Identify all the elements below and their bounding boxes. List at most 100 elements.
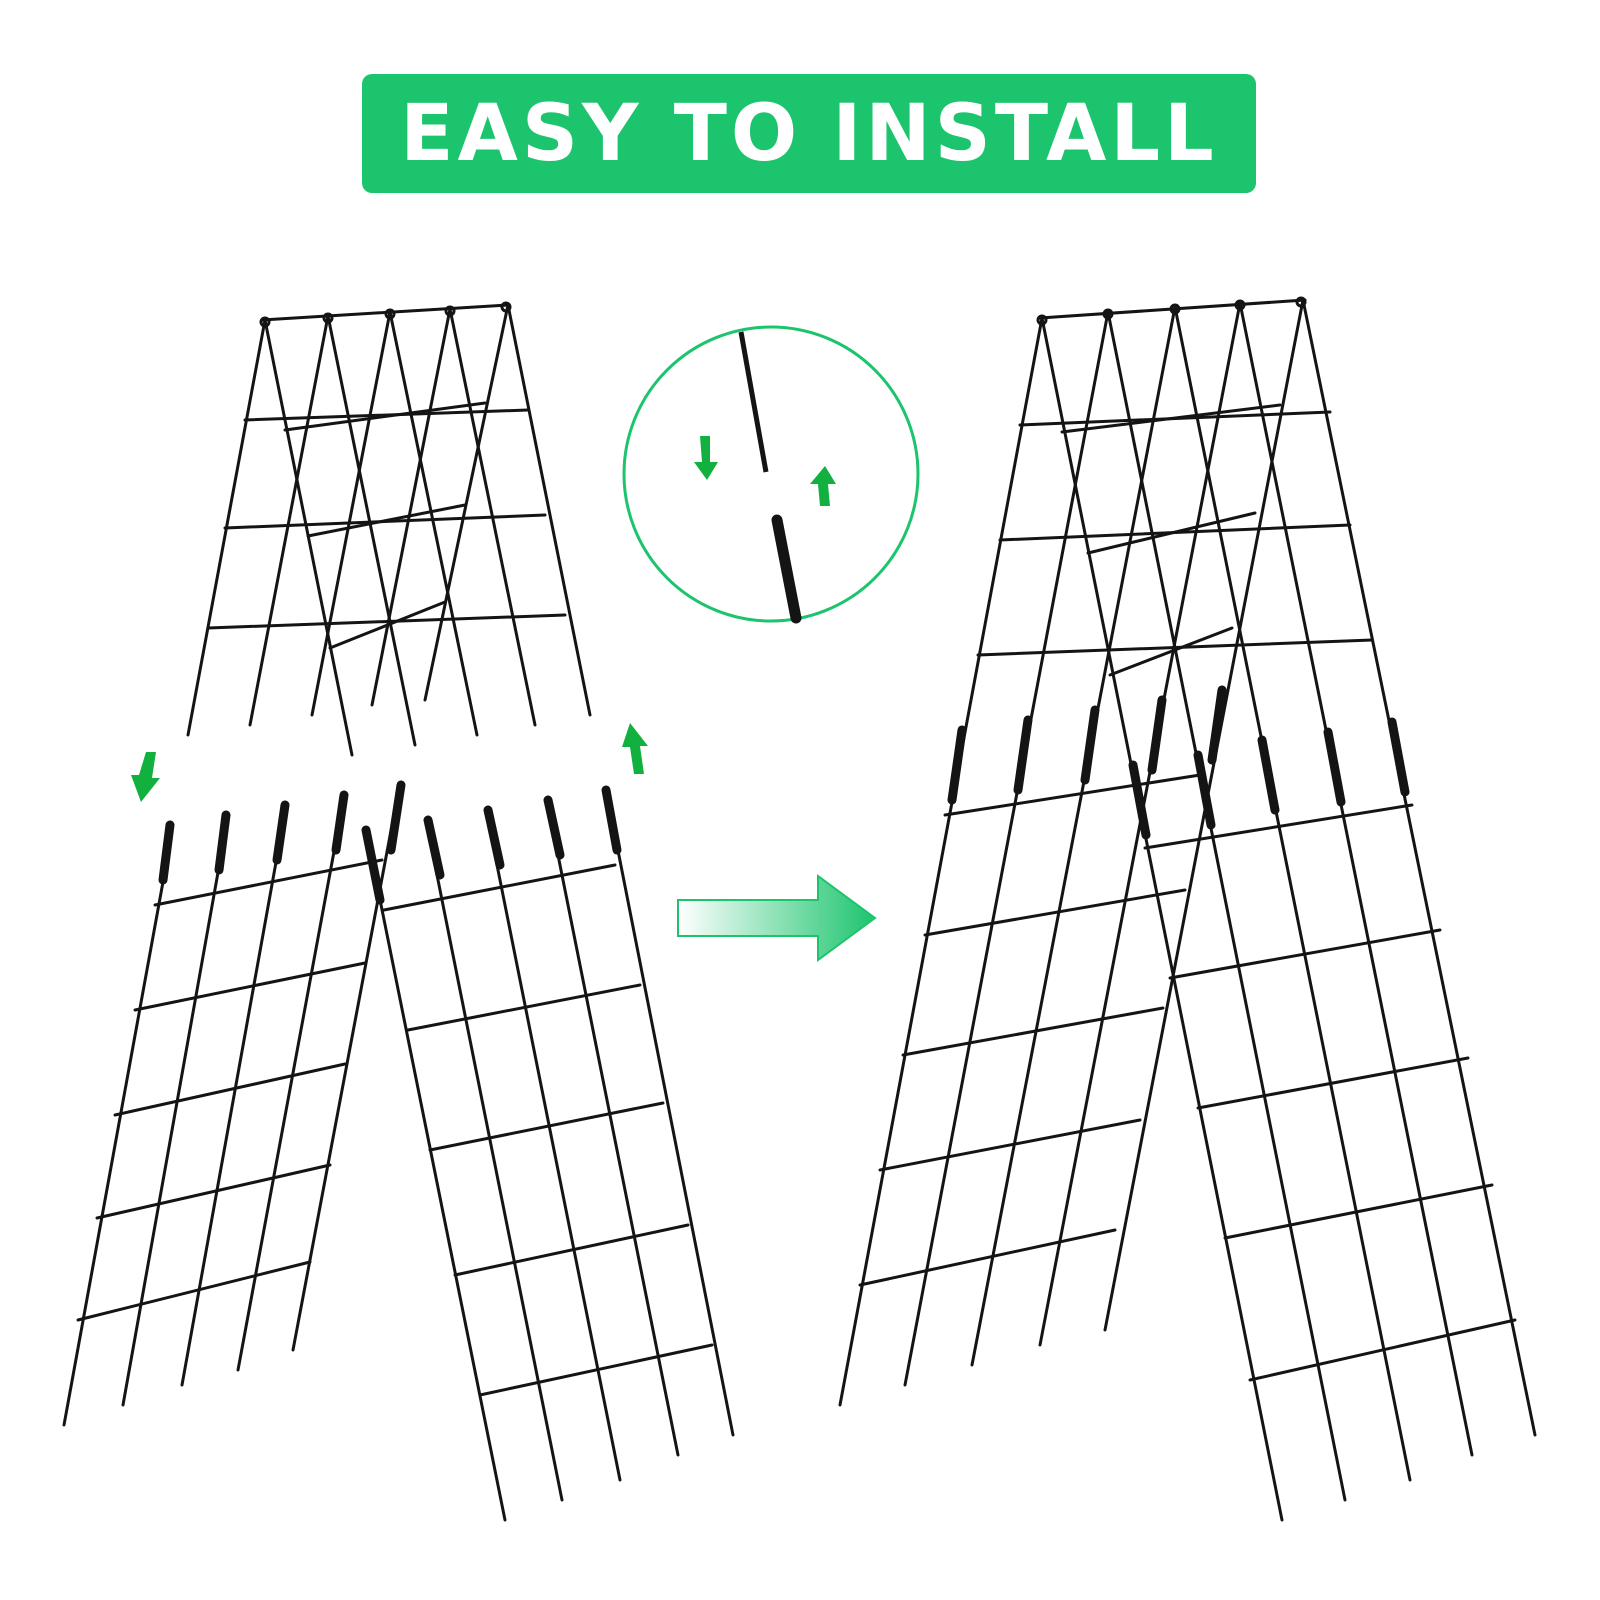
crossbar bbox=[858, 1228, 1117, 1287]
crossbar bbox=[943, 773, 1202, 817]
leg bbox=[1301, 298, 1537, 1437]
sleeve bbox=[601, 785, 622, 855]
leg bbox=[370, 307, 452, 707]
sleeve bbox=[1193, 750, 1216, 830]
hook bbox=[1169, 303, 1181, 315]
leg bbox=[506, 303, 592, 717]
leg bbox=[236, 828, 340, 1372]
down-arrow-icon bbox=[131, 752, 160, 802]
sleeve bbox=[1147, 695, 1167, 775]
leg bbox=[430, 848, 564, 1502]
sleeve bbox=[1128, 760, 1151, 840]
crossbar bbox=[382, 863, 617, 912]
crossbar bbox=[133, 961, 367, 1012]
hook bbox=[500, 301, 512, 313]
crossbar bbox=[95, 1163, 332, 1220]
crossbar bbox=[206, 613, 567, 630]
sleeve bbox=[158, 820, 175, 885]
crossbar bbox=[306, 503, 467, 538]
hook bbox=[259, 316, 271, 328]
crossbar bbox=[328, 600, 447, 650]
crossbar bbox=[1223, 1183, 1494, 1240]
sleeve bbox=[1207, 685, 1227, 765]
pole-upper bbox=[738, 331, 769, 473]
assembled-connector-sleeves bbox=[947, 685, 1410, 840]
sleeve bbox=[1323, 727, 1346, 807]
sleeve bbox=[361, 825, 385, 905]
connector-sleeves bbox=[158, 780, 622, 905]
crossbar bbox=[1168, 928, 1442, 980]
leg bbox=[370, 858, 507, 1522]
banner: EASY TO INSTALL bbox=[362, 74, 1256, 193]
crossbar bbox=[1086, 511, 1257, 555]
sleeve bbox=[543, 795, 565, 860]
banner-title: EASY TO INSTALL bbox=[400, 88, 1218, 179]
sleeve bbox=[331, 790, 349, 855]
crossbar bbox=[1143, 803, 1414, 850]
hook bbox=[1295, 296, 1307, 308]
leg bbox=[248, 314, 330, 727]
sleeve bbox=[483, 805, 505, 870]
crossbar bbox=[406, 983, 642, 1032]
up-arrow-icon bbox=[622, 723, 648, 774]
assembled-a-frame-trellis bbox=[838, 296, 1537, 1522]
crossbar bbox=[878, 1118, 1142, 1172]
sleeve bbox=[423, 815, 445, 880]
hook bbox=[322, 312, 334, 324]
detail-circle bbox=[622, 325, 920, 623]
crossbar bbox=[76, 1260, 312, 1322]
sleeve bbox=[1080, 705, 1100, 785]
crossbar bbox=[923, 888, 1187, 937]
hook bbox=[1102, 308, 1114, 320]
leg bbox=[610, 818, 735, 1437]
crossbar bbox=[283, 401, 487, 432]
sleeve bbox=[1387, 717, 1410, 797]
right-arrow-icon bbox=[677, 874, 877, 962]
leg bbox=[903, 310, 1110, 1387]
sleeve bbox=[1013, 715, 1033, 795]
leg bbox=[180, 838, 282, 1387]
crossbar bbox=[1060, 403, 1282, 434]
leg bbox=[326, 314, 417, 747]
leg bbox=[121, 848, 224, 1407]
crossbar bbox=[453, 1223, 690, 1277]
pole-connector-detail bbox=[622, 325, 920, 624]
crossbar bbox=[478, 1343, 714, 1397]
sleeve bbox=[386, 780, 406, 855]
sleeve bbox=[272, 800, 290, 865]
sleeve bbox=[947, 725, 967, 805]
down-arrow-icon bbox=[694, 436, 718, 480]
a-frame-top-half bbox=[186, 301, 592, 757]
crossbar bbox=[901, 1006, 1165, 1057]
crossbar bbox=[153, 858, 384, 907]
leg bbox=[1106, 310, 1347, 1502]
crossbar bbox=[428, 1101, 665, 1152]
up-arrow-icon bbox=[810, 466, 836, 506]
crossbar bbox=[1108, 626, 1234, 677]
leg bbox=[838, 316, 1044, 1407]
hook bbox=[1234, 299, 1246, 311]
crossbar bbox=[1248, 1318, 1517, 1382]
sleeve bbox=[1257, 735, 1280, 815]
a-frame-bottom-half bbox=[62, 818, 735, 1522]
leg bbox=[310, 310, 392, 717]
leg bbox=[1040, 316, 1284, 1522]
leg bbox=[423, 303, 510, 702]
leg bbox=[388, 310, 479, 737]
leg bbox=[1238, 301, 1474, 1457]
hook bbox=[1036, 314, 1048, 326]
leg bbox=[551, 828, 680, 1457]
leg bbox=[1103, 298, 1305, 1332]
leg bbox=[490, 838, 622, 1482]
crossbar bbox=[976, 638, 1374, 657]
hook bbox=[444, 305, 456, 317]
crossbar bbox=[113, 1062, 347, 1117]
crossbar bbox=[1196, 1056, 1470, 1110]
leg bbox=[263, 318, 354, 757]
sleeve bbox=[214, 810, 231, 875]
leg bbox=[62, 858, 169, 1427]
pole-sleeve bbox=[771, 514, 802, 624]
leg bbox=[1173, 305, 1412, 1482]
